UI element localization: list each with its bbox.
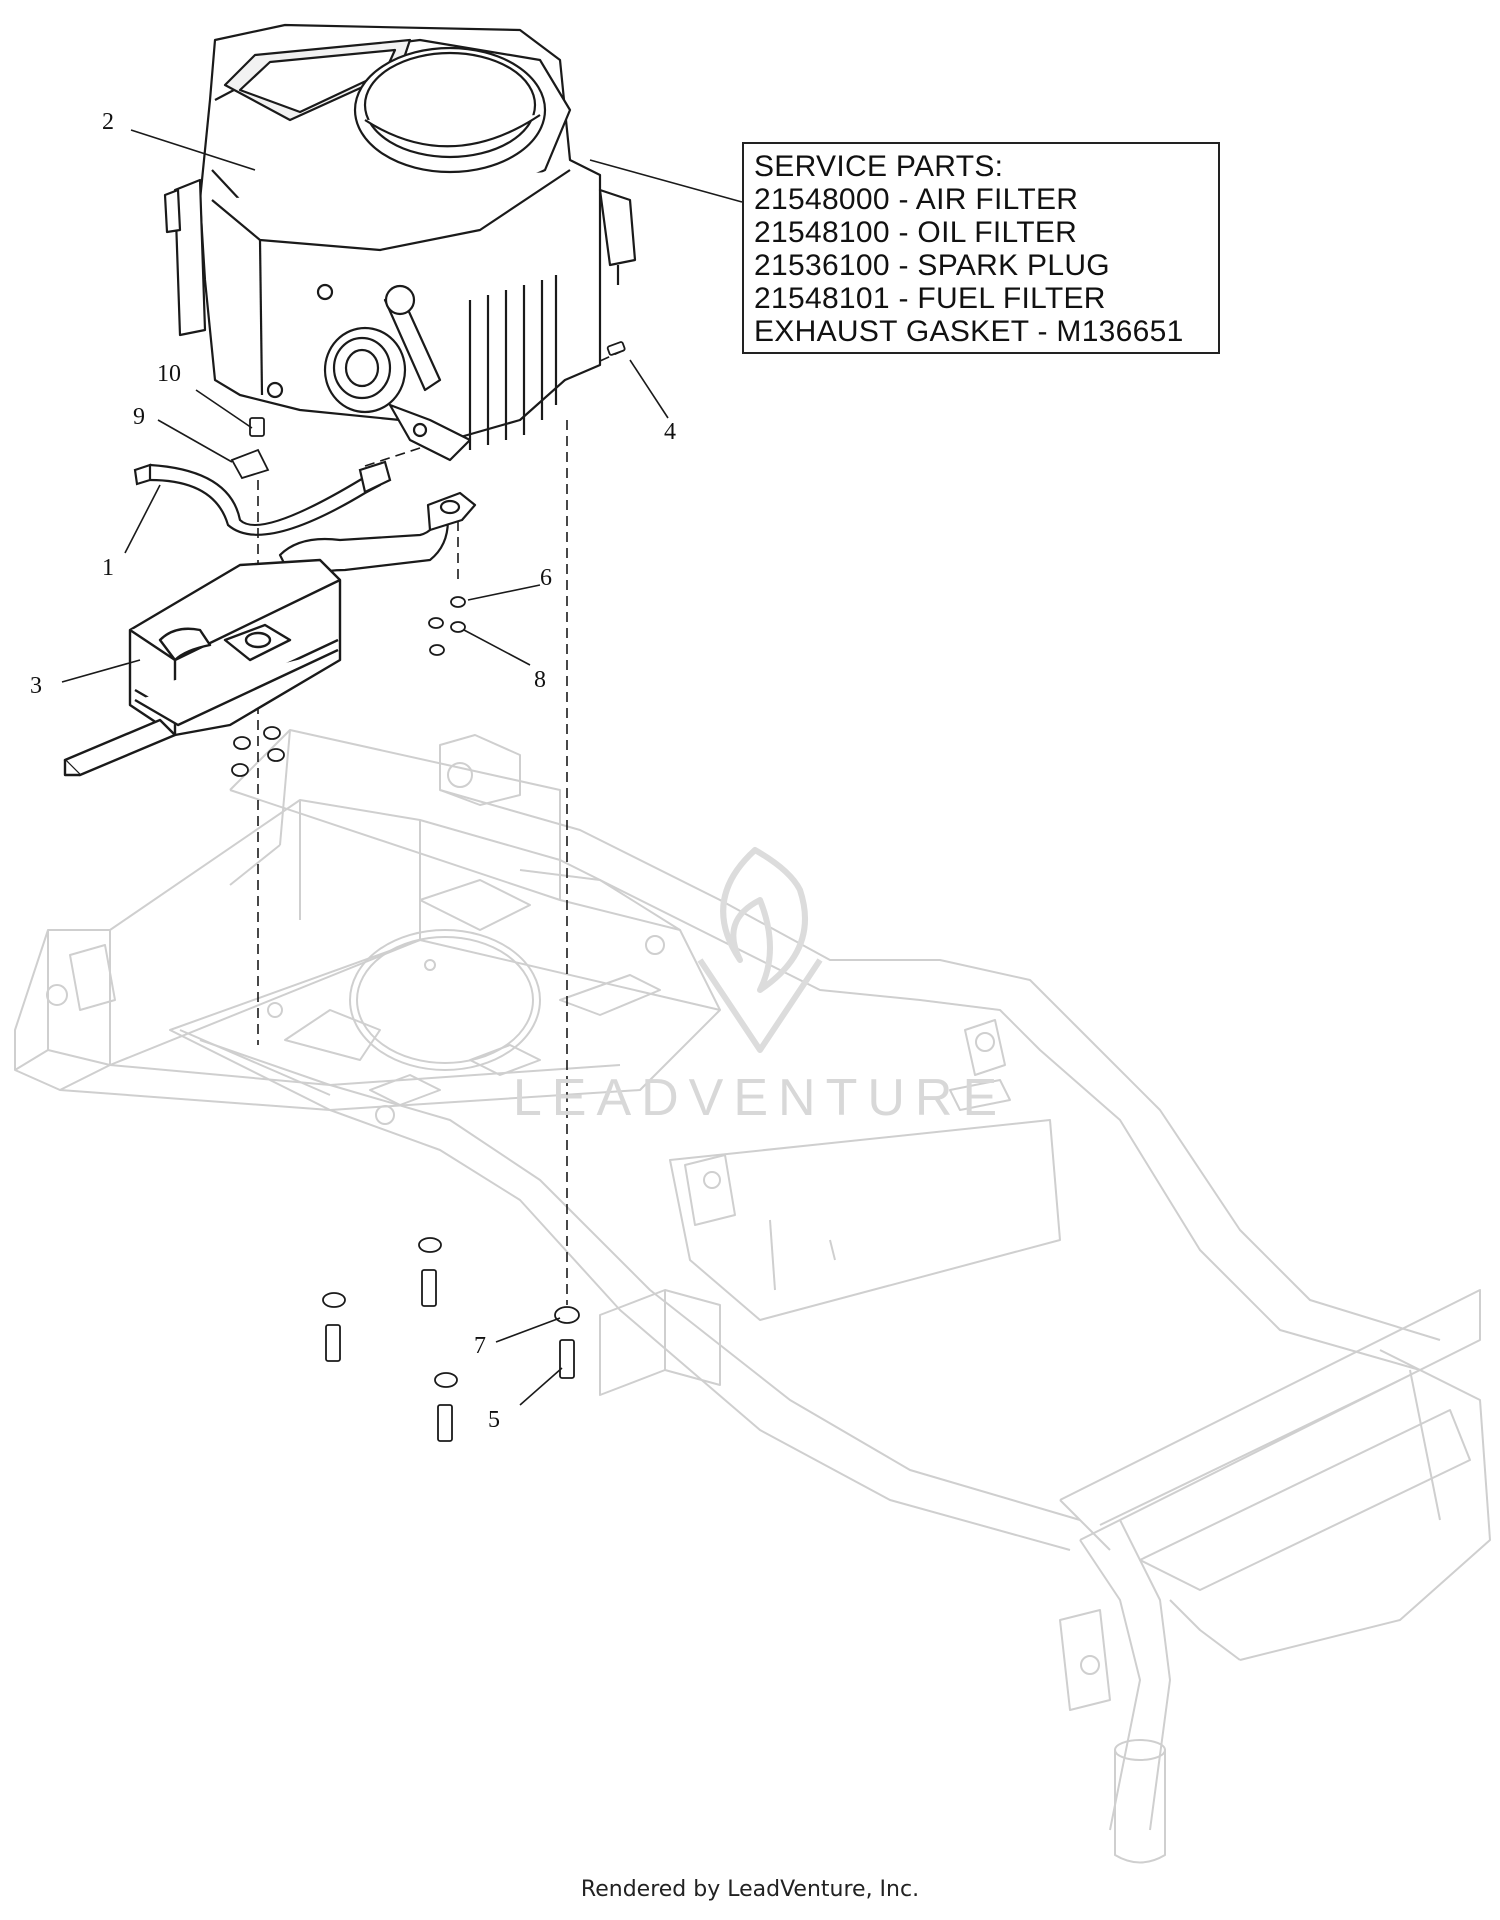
callout-4: 4 xyxy=(664,419,676,445)
service-parts-heading: SERVICE PARTS: xyxy=(754,150,1004,183)
watermark-text: LEADVENTURE xyxy=(512,1069,1008,1127)
service-part-fuel-filter: 21548101 - FUEL FILTER xyxy=(754,282,1106,315)
flame-logo-icon xyxy=(697,847,823,1053)
service-parts-box: SERVICE PARTS: 21548000 - AIR FILTER 215… xyxy=(742,142,1220,354)
engine xyxy=(163,23,637,462)
footer-credit: Rendered by LeadVenture, Inc. xyxy=(580,1877,920,1902)
callout-10: 10 xyxy=(157,361,181,387)
service-part-exhaust-gasket: EXHAUST GASKET - M136651 xyxy=(754,315,1184,348)
service-part-spark-plug: 21536100 - SPARK PLUG xyxy=(754,249,1110,282)
mounting-lines xyxy=(257,351,621,1305)
service-part-oil-filter: 21548100 - OIL FILTER xyxy=(754,216,1078,249)
muffler xyxy=(63,558,342,777)
callout-3: 3 xyxy=(30,673,42,699)
callout-8: 8 xyxy=(534,667,546,693)
callout-6: 6 xyxy=(540,565,552,591)
leader-lines xyxy=(61,129,743,1406)
fuel-line xyxy=(133,460,392,536)
callout-2: 2 xyxy=(102,109,114,135)
mower-frame xyxy=(14,729,1491,1864)
service-part-air-filter: 21548000 - AIR FILTER xyxy=(754,183,1079,216)
callout-1: 1 xyxy=(102,555,114,581)
hardware xyxy=(230,341,626,1442)
callout-5: 5 xyxy=(488,1407,500,1433)
callout-7: 7 xyxy=(474,1333,486,1359)
callout-9: 9 xyxy=(133,404,145,430)
